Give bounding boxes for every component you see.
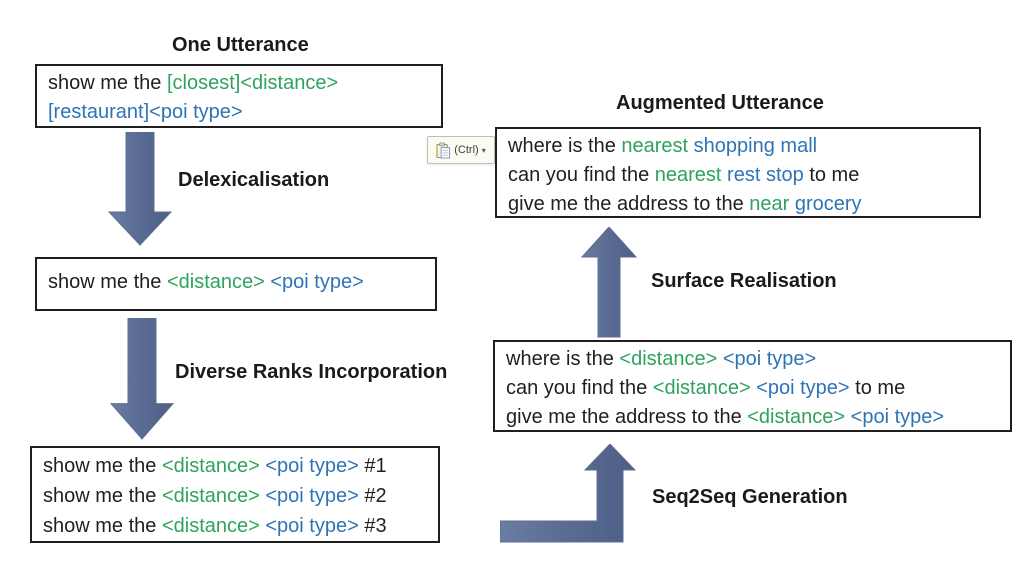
text-segment: to me [849,377,906,399]
text-segment: nearest [654,164,722,186]
one-utterance-title: One Utterance [172,34,309,56]
surface-realisation-up-arrow [581,227,637,338]
diverse-ranks-down-arrow [110,318,174,440]
augmented-utterance-box: where is the nearest shopping mall can y… [495,127,981,218]
text-line: show me the <distance> <poi type> #2 [43,481,427,511]
text-segment: <poi type> [722,348,817,370]
text-segment: where is the [506,348,620,370]
seq2seq-generation-label: Seq2Seq Generation [652,486,848,508]
text-line: where is the <distance> <poi type> [506,345,999,374]
text-line: [restaurant]<poi type> [48,98,430,127]
text-segment: grocery [789,193,862,215]
text-line: can you find the <distance> <poi type> t… [506,374,999,403]
text-line: give me the address to the near grocery [508,190,968,219]
text-segment: <distance> [161,485,260,507]
text-segment: <distance> [619,348,718,370]
text-segment: <distance> [747,406,846,428]
text-segment: can you find the [508,164,655,186]
text-segment: show me the [43,485,162,507]
text-line: can you find the nearest rest stop to me [508,161,968,190]
seq2seq-elbow-arrow [500,444,636,543]
text-line: show me the <distance> <poi type> #3 [43,511,427,541]
clipboard-icon [436,141,451,158]
dropdown-arrow-icon[interactable]: ▾ [481,145,486,155]
text-segment: rest stop [721,164,804,186]
text-line: show me the <distance> <poi type> #1 [43,451,427,481]
diverse-ranks-label: Diverse Ranks Incorporation [175,361,448,383]
text-segment: give me the address to the [508,193,750,215]
text-segment: <distance> [161,515,260,537]
delexicalisation-down-arrow [108,132,172,246]
ranked-utterances-box: show me the <distance> <poi type> #1 sho… [30,446,440,543]
text-segment: <poi type> [756,377,850,399]
text-segment: [closest]<distance> [166,72,339,94]
text-segment: #2 [358,485,387,507]
text-line: where is the nearest shopping mall [508,132,968,161]
text-line: show me the [closest]<distance> [48,69,430,98]
text-segment: #3 [358,515,387,537]
text-segment: <poi type> [265,515,359,537]
text-segment: <poi type> [265,485,359,507]
text-segment: near [749,193,790,215]
text-segment: shopping mall [688,135,818,157]
text-segment: <distance> [652,377,751,399]
text-segment: where is the [508,135,622,157]
augmented-utterance-title: Augmented Utterance [616,92,824,114]
text-segment: <poi type> [265,455,359,477]
text-segment: show me the [43,515,162,537]
text-segment: give me the address to the [506,406,748,428]
text-line: show me the <distance> <poi type> [48,268,424,297]
text-segment: nearest [621,135,689,157]
text-segment: <poi type> [270,271,364,293]
paste-options-button[interactable]: (Ctrl) ▾ [427,136,495,164]
surface-realisation-label: Surface Realisation [651,270,837,292]
text-segment: <distance> [161,455,260,477]
text-segment: <distance> [166,271,265,293]
source-utterance-box: show me the [closest]<distance> [restaur… [35,64,443,128]
delexicalisation-label: Delexicalisation [178,169,330,191]
text-segment: show me the [48,72,167,94]
text-segment: <poi type> [850,406,945,428]
text-segment: to me [803,164,860,186]
text-segment: [restaurant]<poi type> [48,101,243,123]
paste-options-label: (Ctrl) [454,144,479,156]
text-segment: show me the [43,455,162,477]
text-line: give me the address to the <distance> <p… [506,403,999,432]
text-segment: #1 [358,455,387,477]
text-segment: can you find the [506,377,653,399]
template-utterances-box: where is the <distance> <poi type> can y… [493,340,1012,432]
delexicalised-box: show me the <distance> <poi type> [35,257,437,311]
text-segment: show me the [48,271,167,293]
